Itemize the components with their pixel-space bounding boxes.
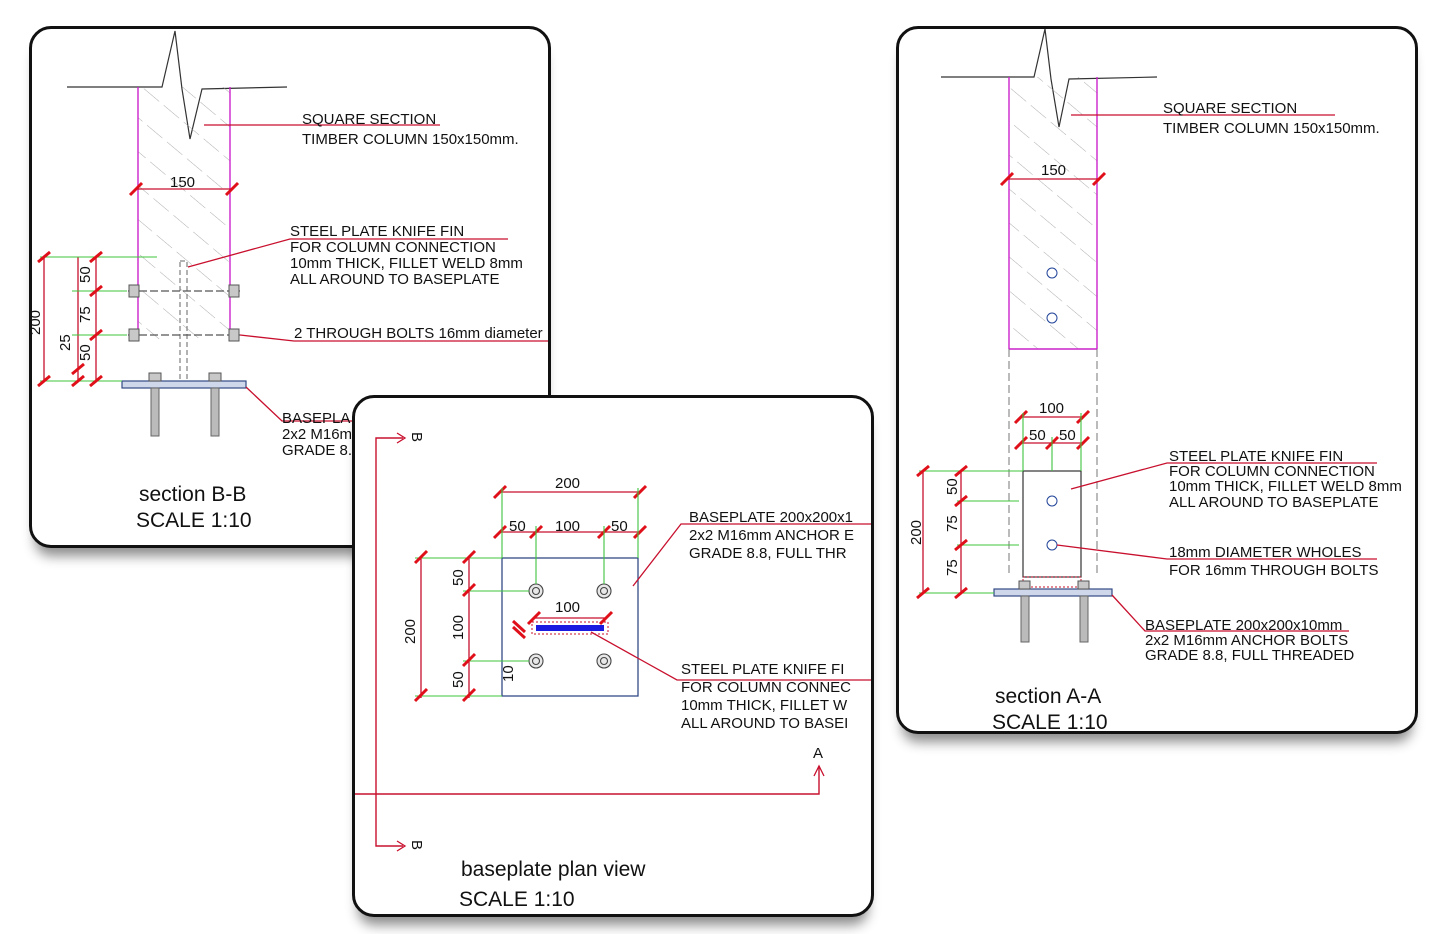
callout-holes-2: FOR 16mm THROUGH BOLTS (1169, 562, 1378, 579)
knife-fin-plan (536, 625, 604, 631)
bolt-nut (128, 284, 140, 298)
bolt-nut (228, 328, 240, 342)
callout-fin-4: ALL AROUND TO BASEPLATE (290, 271, 500, 288)
callout-baseplate-2: 2x2 M16mm ANCHOR BOLTS (1145, 632, 1348, 649)
anchor-bolt (1020, 595, 1030, 643)
dim-10: 10 (500, 665, 517, 682)
caption-scale: SCALE 1:10 (459, 888, 575, 911)
caption-scale: SCALE 1:10 (136, 509, 252, 532)
fillet-weld (1022, 576, 1082, 588)
section-aa-drawing: 150 100 50 50 50 75 75 200 SQUARE SECTIO… (908, 29, 1402, 731)
dim-100-mid: 100 (450, 615, 467, 640)
cut-line-b (375, 437, 403, 847)
callout-fin-1: STEEL PLATE KNIFE FI (681, 661, 844, 678)
dim-50-right: 50 (611, 518, 628, 535)
timber-column-hatch (138, 87, 230, 339)
callout-fin-2: FOR COLUMN CONNEC (681, 679, 851, 696)
callout-fin-4: ALL AROUND TO BASEI (681, 715, 848, 732)
callout-baseplate-3: GRADE 8.8, FULL THR (689, 545, 847, 562)
dim-100-fin: 100 (555, 599, 580, 616)
anchor-bolt (210, 387, 220, 437)
caption-scale: SCALE 1:10 (992, 711, 1108, 731)
anchor-bolt (1079, 595, 1089, 643)
timber-column-hatch (1009, 77, 1097, 349)
callout-fin-3: 10mm THICK, FILLET WELD 8mm (290, 255, 523, 272)
caption-title: baseplate plan view (461, 858, 646, 881)
dim-50a: 50 (77, 266, 94, 283)
anchor-nut (208, 372, 222, 382)
bolt-hole (1046, 267, 1058, 279)
callout-fin-2: FOR COLUMN CONNECTION (290, 239, 496, 256)
callout-timber-column: TIMBER COLUMN 150x150mm. (302, 131, 519, 148)
callout-fin-2: FOR COLUMN CONNECTION (1169, 463, 1375, 480)
callout-baseplate-1: BASEPLATE 200x200x1 (689, 509, 853, 526)
section-aa-panel: 150 100 50 50 50 75 75 200 SQUARE SECTIO… (896, 26, 1418, 734)
dim-200: 200 (32, 310, 44, 335)
section-bb-panel: 150 50 75 50 25 200 SQUARE SECTION TIMBE… (29, 26, 551, 548)
dim-50-bottom: 50 (450, 671, 467, 688)
dim-200-top: 200 (555, 475, 580, 492)
callout-square-section: SQUARE SECTION (302, 111, 436, 128)
callout-baseplate-3: GRADE 8.8, FULL THREADED (1145, 647, 1354, 664)
bolt-hole (1046, 312, 1058, 324)
dim-50-left: 50 (509, 518, 526, 535)
dim-100: 100 (555, 518, 580, 535)
cut-label-b-top: B (408, 432, 425, 442)
callout-baseplate-1: BASEPLA (282, 410, 350, 427)
callout-baseplate-1: BASEPLATE 200x200x10mm (1145, 617, 1342, 634)
dim-75a: 75 (944, 515, 961, 532)
dim-100: 100 (1039, 400, 1064, 417)
dim-200-left: 200 (402, 619, 419, 644)
dim-25: 25 (57, 334, 74, 351)
caption-title: section A-A (995, 685, 1101, 708)
cut-label-a: A (813, 745, 823, 762)
callout-through-bolts: 2 THROUGH BOLTS 16mm diameter (294, 325, 543, 342)
baseplate-plan-panel: B B A 200 50 100 50 200 50 100 50 100 (352, 395, 874, 917)
baseplate (121, 380, 247, 389)
plan-view-drawing: B B A 200 50 100 50 200 50 100 50 100 (355, 432, 871, 911)
caption-title: section B-B (139, 483, 246, 506)
callout-holes-1: 18mm DIAMETER WHOLES (1169, 544, 1362, 561)
callout-fin-4: ALL AROUND TO BASEPLATE (1169, 494, 1379, 511)
dim-width: 150 (170, 174, 195, 191)
cut-label-b-bottom: B (408, 840, 425, 850)
dim-75: 75 (77, 306, 94, 323)
dim-200: 200 (908, 520, 925, 545)
bolt-nut (228, 284, 240, 298)
dim-50-top: 50 (450, 569, 467, 586)
section-bb-drawing: 150 50 75 50 25 200 SQUARE SECTION TIMBE… (32, 30, 548, 532)
dim-75b: 75 (944, 559, 961, 576)
bolt-nut (128, 328, 140, 342)
callout-baseplate-2: 2x2 M16mm ANCHOR E (689, 527, 854, 544)
baseplate (993, 588, 1113, 597)
callout-timber-column: TIMBER COLUMN 150x150mm. (1163, 120, 1380, 137)
fin-hole (1046, 495, 1058, 507)
knife-fin (1022, 470, 1082, 578)
dim-50b: 50 (77, 344, 94, 361)
dim-width: 150 (1041, 162, 1066, 179)
callout-square-section: SQUARE SECTION (1163, 100, 1297, 117)
callout-baseplate-3: GRADE 8. (282, 442, 352, 459)
callout-fin-1: STEEL PLATE KNIFE FIN (290, 223, 464, 240)
dim-50: 50 (944, 478, 961, 495)
dim-50-left: 50 (1029, 427, 1046, 444)
callout-fin-3: 10mm THICK, FILLET WELD 8mm (1169, 478, 1402, 495)
anchor-bolt (150, 387, 160, 437)
anchor-nut (148, 372, 162, 382)
callout-fin-1: STEEL PLATE KNIFE FIN (1169, 448, 1343, 465)
callout-baseplate-2: 2x2 M16m (282, 426, 352, 443)
callout-fin-3: 10mm THICK, FILLET W (681, 697, 848, 714)
cut-line-a (355, 766, 820, 795)
dim-50-right: 50 (1059, 427, 1076, 444)
